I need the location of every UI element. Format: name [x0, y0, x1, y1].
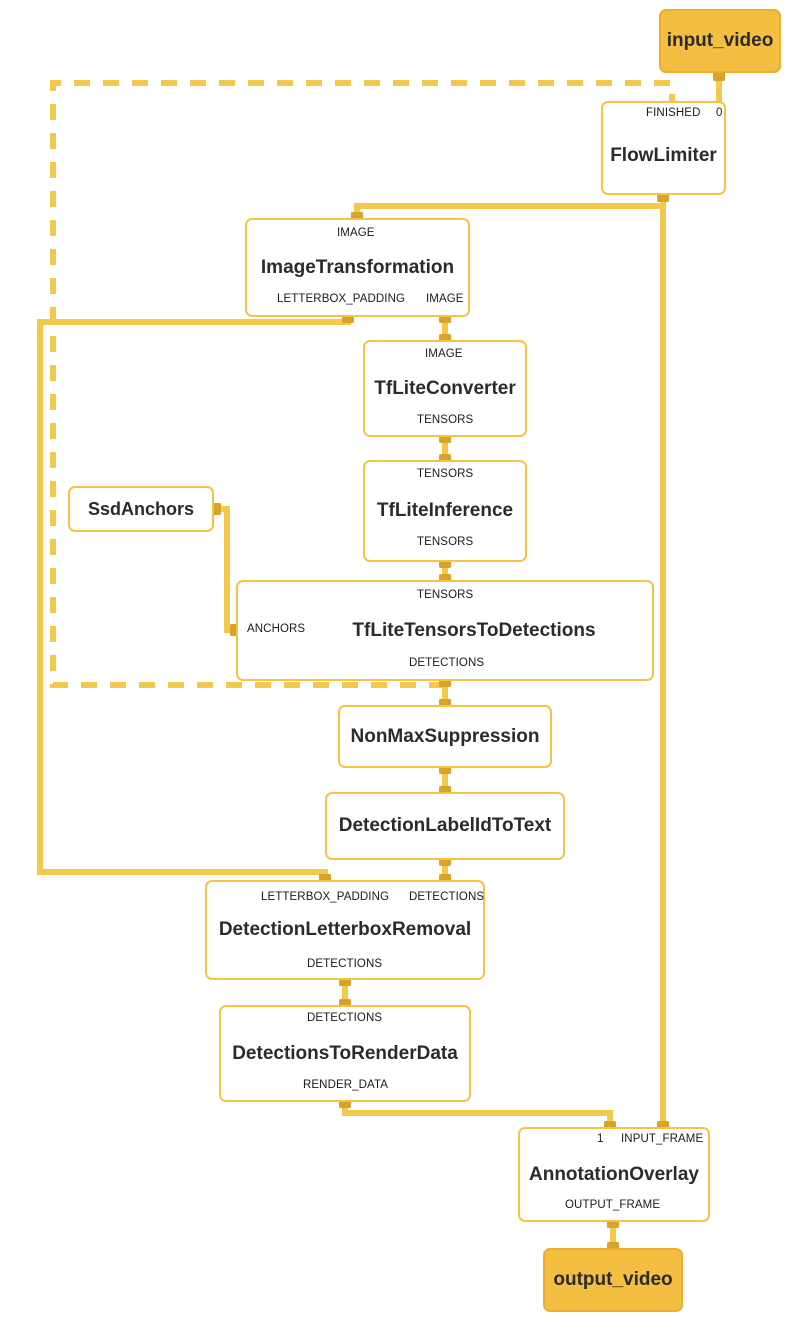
node-input-video-label: input_video: [666, 30, 774, 52]
edge-ssdanchors-tflitetensorstodetections: [215, 506, 236, 633]
edge-feedback-finished-dashed: [50, 80, 675, 688]
node-detectionletterboxremoval-label: DetectionLetterboxRemoval: [218, 919, 472, 941]
node-detectionstorenderdata-label: DetectionsToRenderData: [232, 1042, 458, 1064]
label-tfliteinference-in-tensors: TENSORS: [417, 468, 474, 480]
label-t2d-in-tensors: TENSORS: [417, 589, 474, 601]
node-detectionstorenderdata[interactable]: DetectionsToRenderData: [219, 1005, 471, 1102]
label-flowlimiter-index: 0: [716, 107, 723, 119]
node-tflitetensorstodetections-label: TfLiteTensorsToDetections: [352, 619, 596, 641]
label-imagetransformation-out-letterbox: LETTERBOX_PADDING: [277, 293, 406, 305]
node-imagetransformation-label: ImageTransformation: [260, 256, 455, 278]
label-renderdata-in-detections: DETECTIONS: [307, 1012, 383, 1024]
node-annotationoverlay[interactable]: AnnotationOverlay: [518, 1127, 710, 1222]
node-ssdanchors-label: SsdAnchors: [87, 498, 195, 519]
node-tfliteinference-label: TfLiteInference: [376, 500, 514, 522]
node-tflitetensorstodetections[interactable]: TfLiteTensorsToDetections: [236, 580, 654, 681]
node-annotationoverlay-label: AnnotationOverlay: [529, 1163, 699, 1185]
node-tfliteconverter[interactable]: TfLiteConverter: [363, 340, 527, 437]
label-letterboxremoval-in-letterbox: LETTERBOX_PADDING: [261, 891, 390, 903]
node-flowlimiter-label: FlowLimiter: [610, 145, 717, 167]
node-imagetransformation[interactable]: ImageTransformation: [245, 218, 470, 317]
node-output-video-label: output_video: [553, 1269, 673, 1291]
node-input-video[interactable]: input_video: [659, 9, 781, 73]
label-flowlimiter-finished: FINISHED: [646, 107, 701, 119]
node-detectionlabelidtotext[interactable]: DetectionLabelIdToText: [325, 792, 565, 860]
label-t2d-in-anchors: ANCHORS: [247, 623, 306, 635]
node-tfliteconverter-label: TfLiteConverter: [374, 377, 516, 399]
node-output-video[interactable]: output_video: [543, 1248, 683, 1312]
label-tfliteinference-out-tensors: TENSORS: [417, 536, 474, 548]
edge-detectionstorenderdata-annotationoverlay: [342, 1102, 613, 1127]
label-imagetransformation-out-image: IMAGE: [426, 293, 464, 305]
label-t2d-out-detections: DETECTIONS: [409, 657, 485, 669]
label-renderdata-out-render: RENDER_DATA: [303, 1079, 389, 1091]
node-tfliteinference[interactable]: TfLiteInference: [363, 460, 527, 562]
node-nonmaxsuppression-label: NonMaxSuppression: [350, 725, 540, 747]
label-letterboxremoval-in-detections: DETECTIONS: [409, 891, 485, 903]
node-detectionlabelidtotext-label: DetectionLabelIdToText: [338, 815, 552, 837]
node-nonmaxsuppression[interactable]: NonMaxSuppression: [338, 705, 552, 768]
node-detectionletterboxremoval[interactable]: DetectionLetterboxRemoval: [205, 880, 485, 980]
label-annotationoverlay-in-frame: INPUT_FRAME: [621, 1133, 704, 1145]
label-tfliteconverter-out-tensors: TENSORS: [417, 414, 474, 426]
label-letterboxremoval-out-detections: DETECTIONS: [307, 958, 383, 970]
label-imagetransformation-in-image: IMAGE: [337, 227, 375, 239]
label-annotationoverlay-in-1: 1: [597, 1133, 604, 1145]
node-ssdanchors[interactable]: SsdAnchors: [68, 486, 214, 532]
edge-flowlimiter-imagetransformation: [354, 203, 663, 218]
node-flowlimiter[interactable]: FlowLimiter: [601, 101, 726, 195]
label-annotationoverlay-out-frame: OUTPUT_FRAME: [565, 1199, 661, 1211]
label-tfliteconverter-in-image: IMAGE: [425, 348, 463, 360]
